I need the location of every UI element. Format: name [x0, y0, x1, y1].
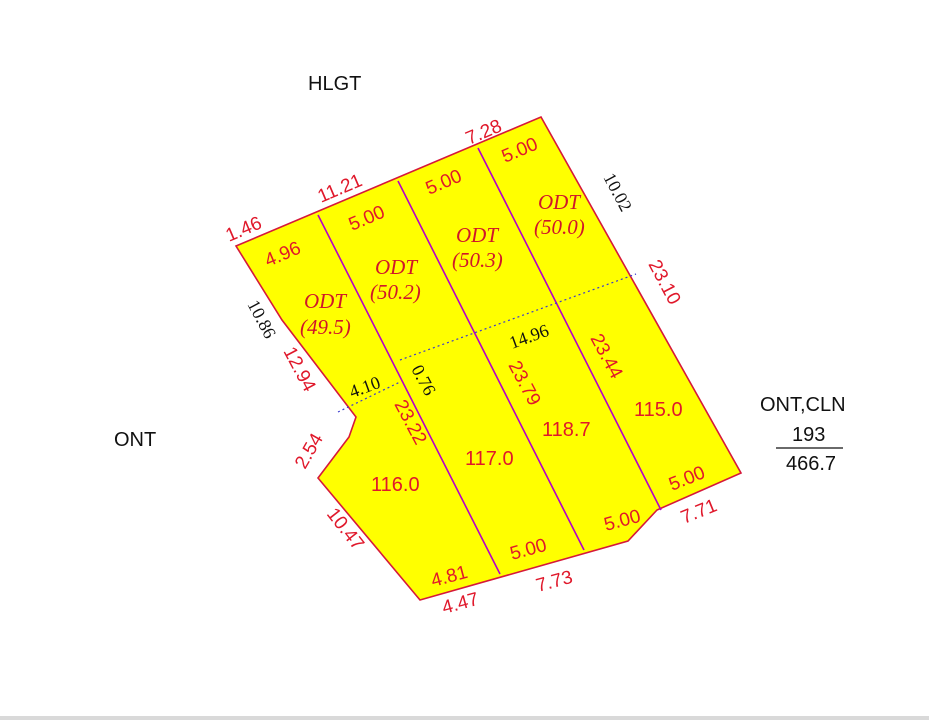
lot-4-odt-area: (50.0) [534, 215, 585, 239]
lot-1-area: 116.0 [371, 474, 420, 496]
lot-3-odt-label: ODT [456, 223, 499, 247]
lot-2-odt-area: (50.2) [370, 280, 421, 304]
lot-3-area: 118.7 [542, 419, 591, 441]
dim-left-step: 2.54 [291, 430, 328, 473]
neighbor-west-label: ONT [114, 429, 156, 451]
dim-right-lower: 23.10 [644, 256, 685, 308]
lot-divider-1 [317, 214, 501, 575]
neighbor-east-parcel-number: 193 [792, 424, 825, 446]
neighbor-east-type: ONT,CLN [760, 394, 846, 416]
setback-line-upper [399, 273, 637, 361]
lot-4-area: 115.0 [634, 399, 683, 421]
dim-bottom-4-47: 4.47 [440, 589, 481, 619]
lot-divider-3 [477, 147, 662, 511]
lot-2-odt-label: ODT [375, 255, 418, 279]
neighbor-north-label: HLGT [308, 73, 361, 95]
lot-2-area: 117.0 [465, 448, 514, 470]
dim-right-upper: 10.02 [599, 169, 636, 214]
lot-3-odt-area: (50.3) [452, 248, 503, 272]
parcel-boundary [234, 115, 743, 601]
lot-4-odt-label: ODT [538, 190, 581, 214]
setback-line-lower [337, 381, 401, 413]
neighbor-east-area: 466.7 [786, 453, 836, 475]
dim-bottom-7-73: 7.73 [534, 567, 575, 597]
lot-1-odt-label: ODT [304, 289, 347, 313]
dim-bottom-7-71: 7.71 [678, 495, 720, 528]
page-bottom-border [0, 716, 929, 720]
lot-1-odt-area: (49.5) [300, 315, 351, 339]
lot-divider-2 [397, 180, 585, 551]
